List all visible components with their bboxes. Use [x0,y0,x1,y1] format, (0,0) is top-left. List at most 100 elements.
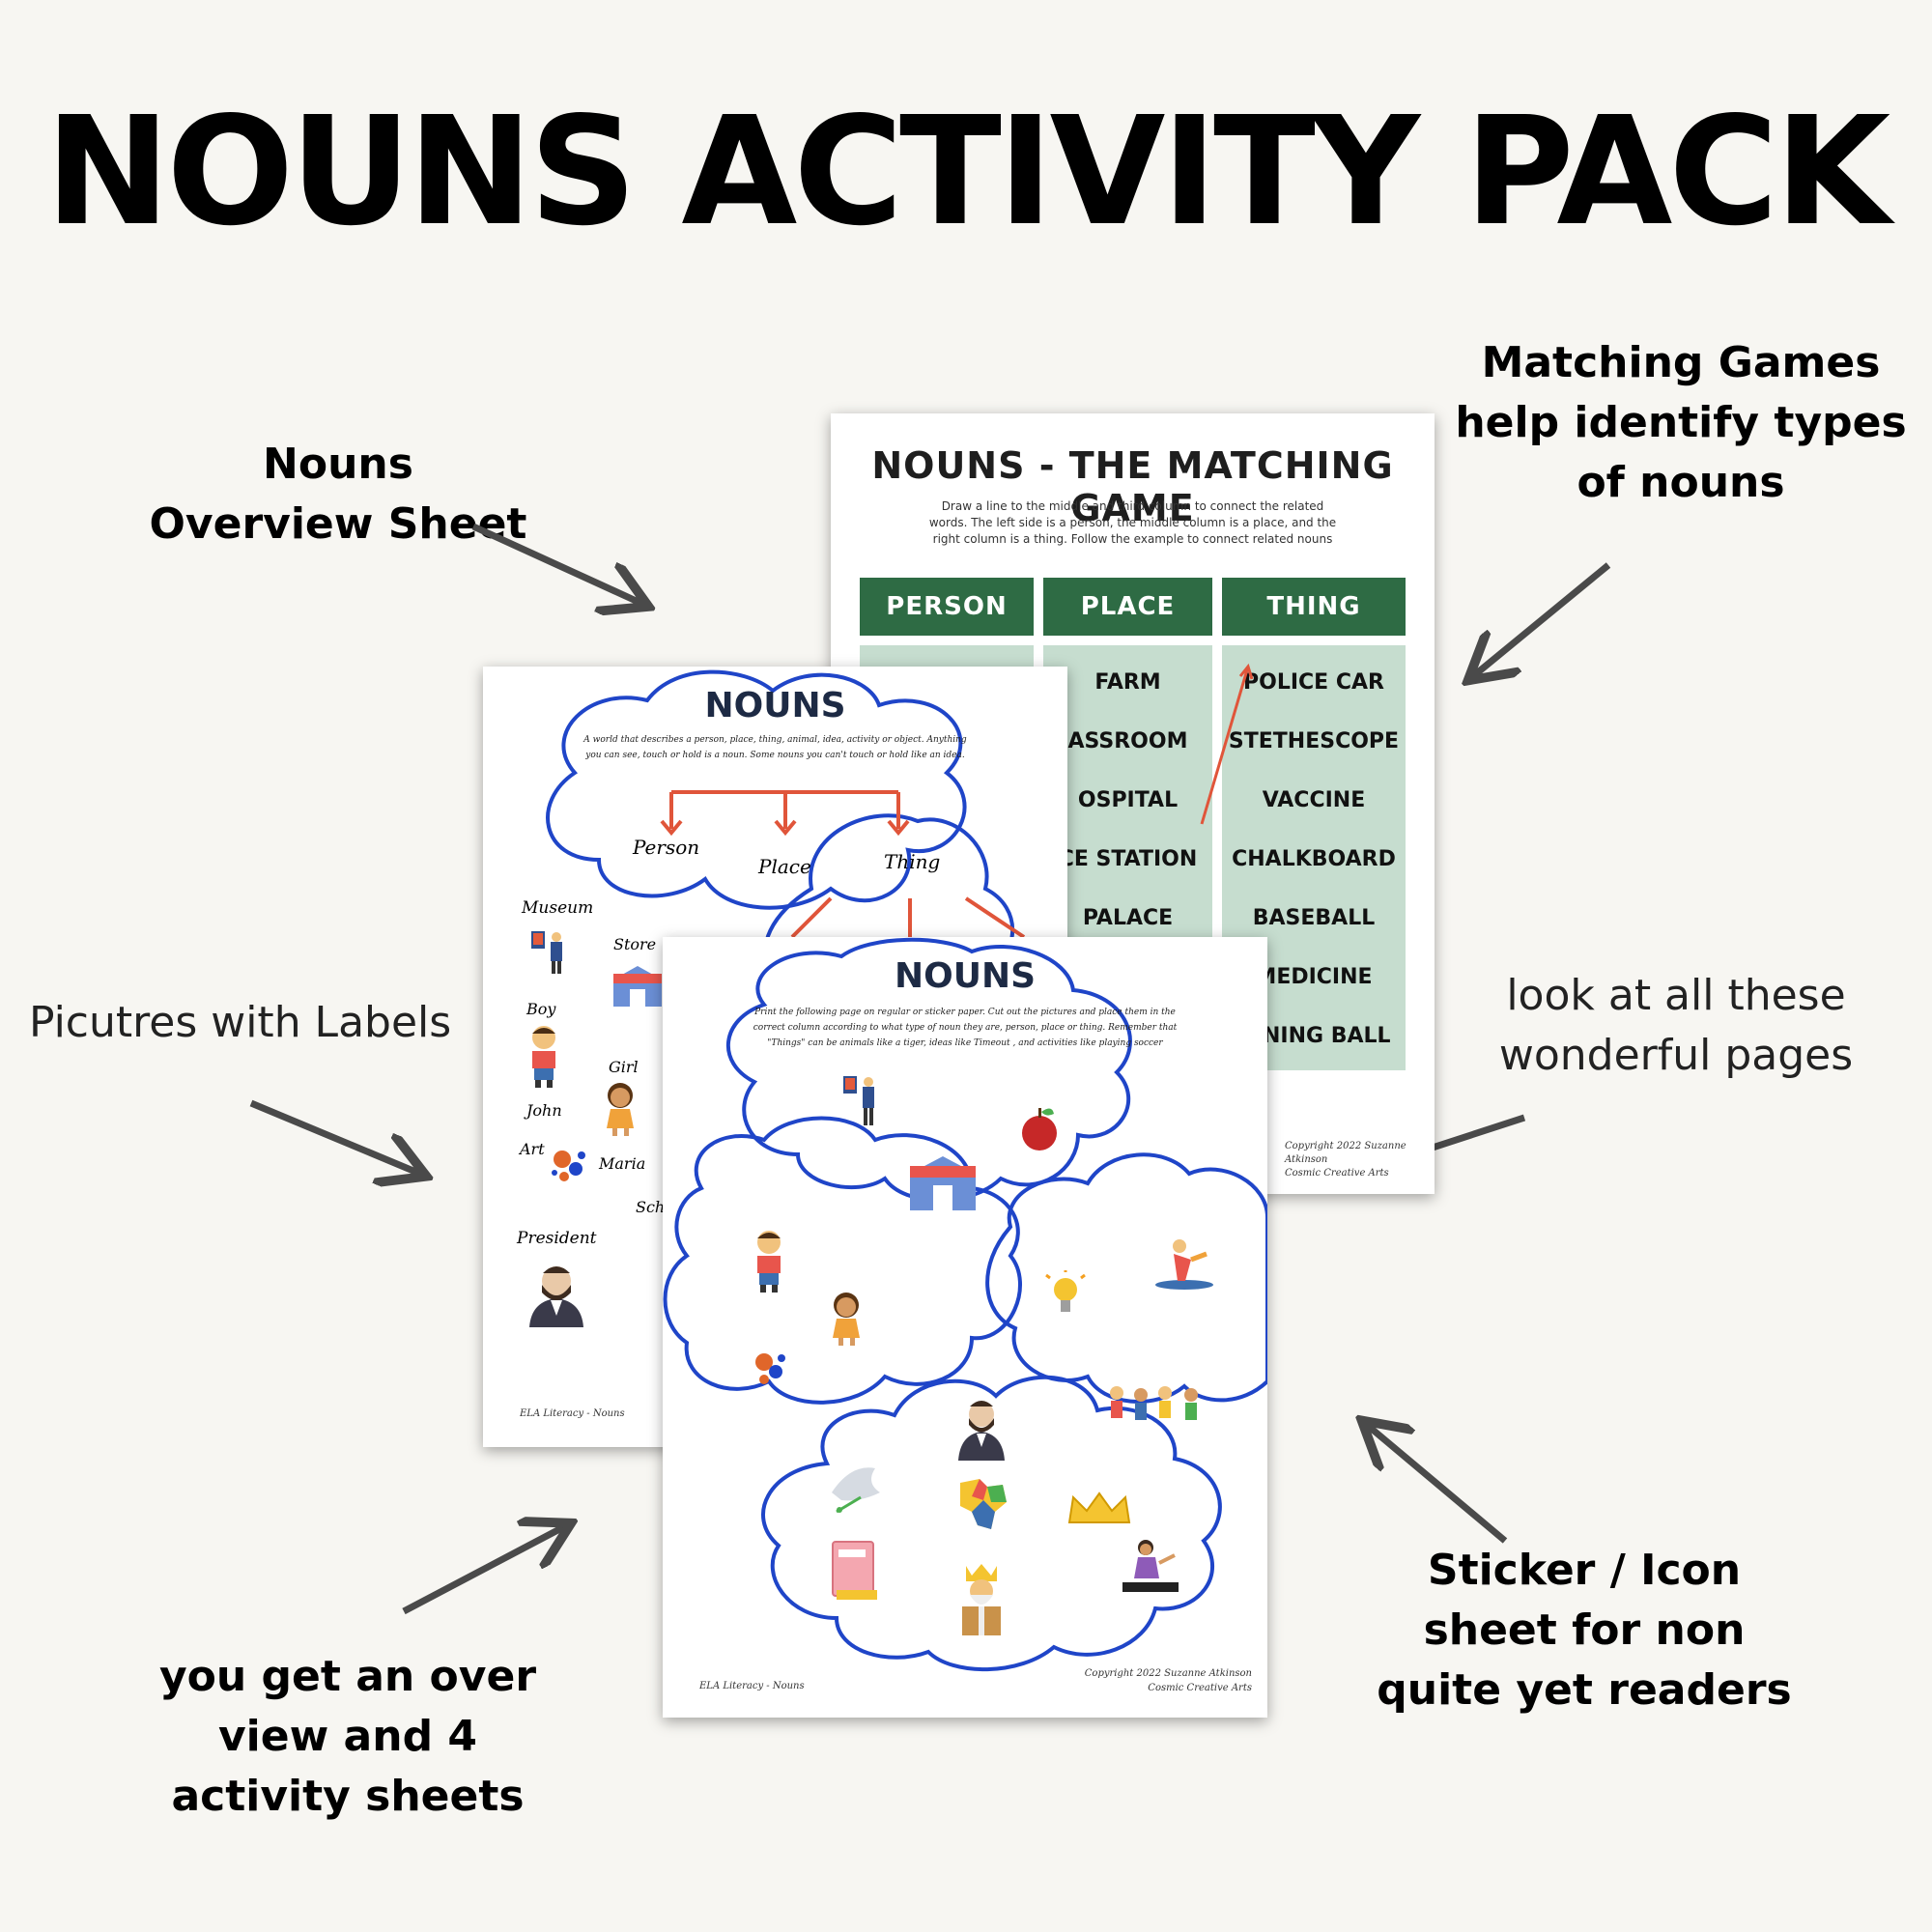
overview-definition: A world that describes a person, place, … [580,732,971,763]
callout-wonderful: look at all these wonderful pages [1459,966,1893,1086]
matching-instructions-line1: Draw a line to the middle and third colu… [941,499,1324,513]
matching-copyright-line1: Copyright 2022 Suzanne Atkinson [1285,1141,1406,1165]
dove-icon [822,1454,890,1521]
sticker-sheet: NOUNS Print the following page on regula… [663,937,1267,1718]
crown-icon [1064,1488,1136,1531]
place-word: OSPITAL [1077,788,1179,812]
place-word: PALACE [1082,906,1174,930]
girl-icon [599,1080,642,1138]
place-word: CE STATION [1058,847,1198,871]
arrow-matching [1473,562,1611,676]
label-maria: Maria [599,1154,646,1173]
matching-copyright-line2: Cosmic Creative Arts [1285,1168,1389,1179]
branch-place: Place [758,855,811,878]
label-girl: Girl [609,1058,639,1076]
branch-thing: Thing [884,850,941,873]
callout-sticker-line1: Sticker / Icon [1427,1546,1742,1595]
sticker-copyright-line1: Copyright 2022 Suzanne Atkinson [1084,1668,1252,1679]
column-header-person: PERSON [860,578,1034,636]
sticker-instructions-line1: Print the following page on regular or s… [754,1008,1176,1017]
callout-overview-pack-line3: activity sheets [171,1772,525,1821]
label-art: Art [520,1140,545,1158]
column-header-place: PLACE [1043,578,1212,636]
callout-sticker-line2: sheet for non [1423,1605,1746,1655]
sticker-copyright: Copyright 2022 Suzanne Atkinson Cosmic C… [1068,1666,1252,1695]
thing-word: BASEBALL [1252,906,1376,930]
thing-word: CHALKBOARD [1232,847,1396,871]
callout-sticker: Sticker / Icon sheet for non quite yet r… [1352,1541,1816,1720]
label-store: Store [613,935,657,953]
callout-overview: Nouns Overview Sheet [145,435,531,554]
arrow-sticker [1367,1425,1508,1544]
example-connect-line [1200,663,1254,825]
sticker-title: NOUNS [894,956,1037,996]
matching-instructions-line2: words. The left side is a person, the mi… [928,516,1337,529]
matching-copyright: Copyright 2022 Suzanne Atkinson Cosmic C… [1285,1140,1430,1180]
place-word: FARM [1094,670,1161,695]
art-splash-icon [745,1343,793,1396]
president-icon [522,1258,591,1330]
page-title: NOUNS ACTIVITY PACK [44,84,1891,259]
callout-overview-line2: Overview Sheet [149,499,527,549]
books-icon [827,1536,885,1604]
thing-word: MEDICINE [1255,965,1373,989]
column-header-thing: THING [1222,578,1406,636]
callout-matching-line1: Matching Games [1481,338,1881,387]
callout-wonderful-line1: look at all these [1506,971,1846,1020]
boy-icon [520,1022,568,1090]
king-icon [952,1560,1010,1637]
label-john: John [526,1101,562,1120]
sticker-footer: ELA Literacy - Nouns [699,1681,805,1691]
sticker-instructions-line2: correct column according to what type of… [753,1023,1178,1033]
arrow-overview-pack [402,1526,565,1615]
callout-overview-pack: you get an over view and 4 activity shee… [135,1647,560,1827]
store-icon [904,1145,981,1217]
label-museum: Museum [522,898,594,918]
sticker-instructions-line3: "Things" can be animals like a tiger, id… [767,1038,1163,1048]
callout-matching-line3: of nouns [1577,458,1785,507]
boy-icon [745,1227,793,1294]
place-word: ASSROOM [1067,729,1188,753]
callout-wonderful-line2: wonderful pages [1498,1031,1854,1080]
thing-word: VACCINE [1262,788,1366,812]
sticker-instructions: Print the following page on regular or s… [742,1005,1188,1051]
kids-playing-icon [1102,1381,1213,1435]
matching-instructions: Draw a line to the middle and third colu… [869,498,1396,548]
label-school: Sch [636,1198,666,1216]
overview-cloud-diagram [546,669,1026,988]
overview-definition-line2: you can see, touch or hold is a noun. So… [585,751,965,760]
callout-overview-line1: Nouns [263,440,413,489]
president-icon [952,1391,1010,1463]
overview-footer: ELA Literacy - Nouns [520,1408,625,1419]
arrow-pictures [249,1099,420,1174]
sticker-copyright-line2: Cosmic Creative Arts [1148,1683,1252,1693]
arrow-overview [471,523,642,604]
thing-word: POLICE CAR [1243,670,1384,695]
matching-title: NOUNS - THE MATCHING GAME [871,444,1394,529]
callout-matching: Matching Games help identify types of no… [1430,333,1932,513]
woman-working-icon [1117,1536,1184,1599]
callout-pictures: Picutres with Labels [29,998,452,1047]
callout-sticker-line3: quite yet readers [1377,1665,1792,1715]
girl-icon [825,1290,868,1348]
overview-definition-line1: A world that describes a person, place, … [583,735,967,745]
sticker-cloud-diagram [663,937,1267,1672]
snowboarder-icon [1151,1236,1218,1294]
store-icon [609,958,667,1016]
callout-matching-line2: help identify types [1455,398,1907,447]
art-splash-icon [543,1140,596,1193]
branch-person: Person [633,836,700,859]
label-president: President [517,1229,597,1248]
museum-icon [841,1072,880,1130]
label-boy: Boy [526,1000,556,1018]
lightbulb-icon [1044,1268,1088,1323]
matching-instructions-line3: right column is a thing. Follow the exam… [932,532,1333,546]
museum-icon [529,927,568,976]
callout-overview-pack-line2: view and 4 [217,1712,478,1761]
thing-word: STETHESCOPE [1228,729,1400,753]
callout-overview-pack-line1: you get an over [158,1652,537,1701]
apple-icon [1015,1096,1064,1154]
map-icon [952,1473,1015,1536]
overview-title: NOUNS [704,686,846,725]
